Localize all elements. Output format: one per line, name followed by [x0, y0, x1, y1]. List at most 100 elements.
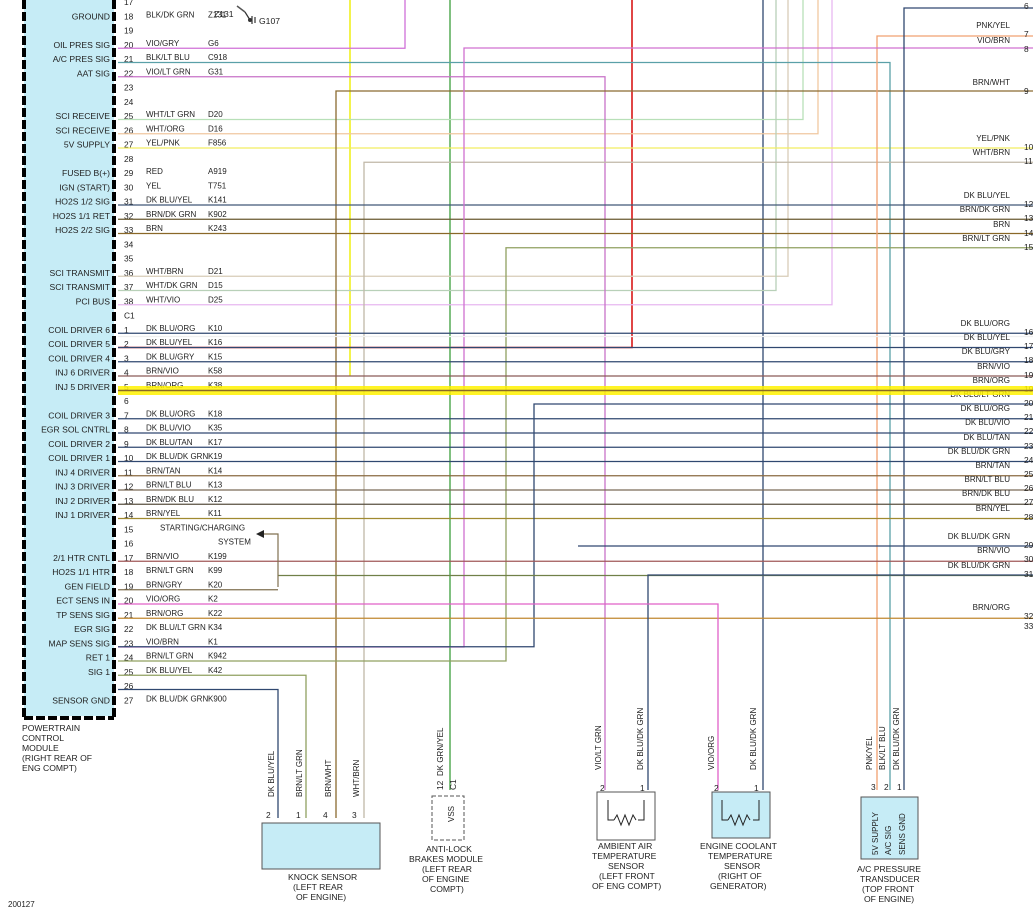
wire — [118, 0, 819, 135]
pcm-name: POWERTRAIN CONTROL MODULE (RIGHT REAR OF… — [22, 723, 92, 773]
right-wire-label: DK BLU/YEL — [964, 333, 1011, 342]
ac-inner: SENS GND — [898, 813, 907, 855]
abs-name: (LEFT REAR — [422, 864, 472, 874]
pcm-pin-number: 30 — [124, 182, 134, 192]
knock-name: (LEFT REAR — [293, 882, 343, 892]
pcm-pin-row: 35 — [124, 254, 134, 264]
pcm-circuit-label: K900 — [208, 694, 227, 703]
pcm-pin-name: 5V SUPPLY — [64, 140, 110, 150]
wire — [876, 35, 1033, 790]
right-wire-number: 10 — [1024, 142, 1033, 152]
pcm-circuit-label: K99 — [208, 566, 223, 575]
pcm-wire-label: DK BLU/YEL — [146, 666, 193, 675]
pcm-pin-name: INJ 5 DRIVER — [55, 382, 110, 392]
pcm-name-line: (RIGHT REAR OF — [22, 753, 92, 763]
pcm-circuit-label: K34 — [208, 623, 223, 632]
pcm-circuit-label: Z131 — [208, 10, 227, 19]
pcm-pin-number: 19 — [124, 581, 134, 591]
pcm-pin-name: PCI BUS — [76, 296, 111, 306]
pcm-wire-label: YEL — [146, 181, 162, 190]
knock-sensor: 2 1 4 3 DK BLU/YEL BRN/LT GRN BRN/WHT WH… — [261, 749, 381, 902]
right-wire-label: BRN/TAN — [975, 461, 1010, 470]
pcm-pin-name: A/C PRES SIG — [53, 54, 111, 64]
pcm-wire-label: BRN/VIO — [146, 552, 179, 561]
wire — [118, 0, 804, 121]
ac-wire-label: BLK/LT BLU — [878, 726, 887, 770]
knock-pin: 3 — [352, 810, 357, 820]
pcm-pin-number: 26 — [124, 125, 134, 135]
pcm-circuit-label: D20 — [208, 110, 223, 119]
pcm-pin-name: INJ 6 DRIVER — [55, 368, 110, 378]
pcm-name-line: POWERTRAIN — [22, 723, 80, 733]
pcm-pin-number: 26 — [124, 681, 134, 691]
pcm-pin-number: 24 — [124, 653, 134, 663]
pcm-pin-number: 3 — [124, 353, 129, 363]
pcm-wire-label: VIO/LT GRN — [146, 67, 191, 76]
pcm-circuit-label: K942 — [208, 652, 227, 661]
pcm-circuit-label: K14 — [208, 466, 223, 475]
right-wire-label: DK BLU/DK GRN — [948, 532, 1010, 541]
pcm-pin-name: AAT SIG — [77, 68, 110, 78]
pcm-wire-label: DK BLU/TAN — [146, 438, 193, 447]
right-wire-number: 22 — [1024, 426, 1033, 436]
right-wire-number: 16 — [1024, 327, 1033, 337]
pcm-pin-number: 20 — [124, 596, 134, 606]
wire — [335, 90, 1033, 818]
pcm-pin-name: HO2S 1/2 SIG — [55, 197, 110, 207]
pcm-pin-number: 15 — [124, 524, 134, 534]
pcm-pin-number: 10 — [124, 453, 134, 463]
abs-name: BRAKES MODULE — [409, 854, 483, 864]
pcm-circuit-label: K19 — [208, 452, 223, 461]
pcm-pin-name: TP SENS SIG — [56, 610, 110, 620]
pcm-pin-number: 7 — [124, 410, 129, 420]
pcm-pin-number: 22 — [124, 624, 134, 634]
wire — [118, 247, 1033, 662]
pcm-wire-label: VIO/BRN — [146, 637, 179, 646]
ac-pin: 2 — [884, 782, 889, 792]
pcm-wire-label: BRN/YEL — [146, 509, 181, 518]
aat-sensor: 2 1 VIO/LT GRN DK BLU/DK GRN AMBIENT AIR… — [592, 708, 661, 891]
pcm-pin-row: 23 — [124, 83, 134, 93]
pcm-pin-number: 37 — [124, 282, 134, 292]
pcm-pin-number: 21 — [124, 54, 134, 64]
right-wire-number: 29 — [1024, 540, 1033, 550]
pcm-circuit-label: K11 — [208, 509, 222, 518]
right-wire-label: BRN/LT BLU — [965, 475, 1011, 484]
pcm-pin-number: 32 — [124, 211, 134, 221]
ac-transducer-body — [860, 796, 919, 860]
right-wire-number: 12 — [1024, 199, 1033, 209]
pcm-wire-label: BRN/LT BLU — [146, 481, 192, 490]
right-wire-number: 21 — [1024, 412, 1033, 422]
pcm-pin-number: 29 — [124, 168, 134, 178]
pcm-pin-number: 8 — [124, 425, 129, 435]
pcm-pin-number: 31 — [124, 197, 134, 207]
pcm-pin-name: COIL DRIVER 4 — [48, 353, 110, 363]
pcm-wire-label: BLK/LT BLU — [146, 53, 190, 62]
pcm-circuit-label: K58 — [208, 367, 223, 376]
aat-pin: 1 — [640, 783, 645, 793]
pcm-wire-label: WHT/ORG — [146, 124, 185, 133]
pcm-pin-name: MAP SENS SIG — [49, 638, 111, 648]
pcm-wire-label: DK BLU/ORG — [146, 324, 195, 333]
ect-name: TEMPERATURE — [708, 851, 773, 861]
pcm-circuit-label: K141 — [208, 196, 227, 205]
knock-sensor-body — [261, 822, 381, 870]
pcm-pin-name: IGN (START) — [59, 182, 110, 192]
pcm-pin-name: SCI RECEIVE — [56, 125, 111, 135]
pcm-wire-label: WHT/DK GRN — [146, 281, 198, 290]
right-wire-label: BRN/VIO — [977, 362, 1010, 371]
pcm-circuit-label: K15 — [208, 352, 223, 361]
pcm-pin-name: INJ 1 DRIVER — [55, 510, 110, 520]
pcm-circuit-label: K243 — [208, 224, 227, 233]
pcm-circuit-label: K22 — [208, 609, 223, 618]
right-wire-label: DK BLU/VIO — [965, 418, 1010, 427]
